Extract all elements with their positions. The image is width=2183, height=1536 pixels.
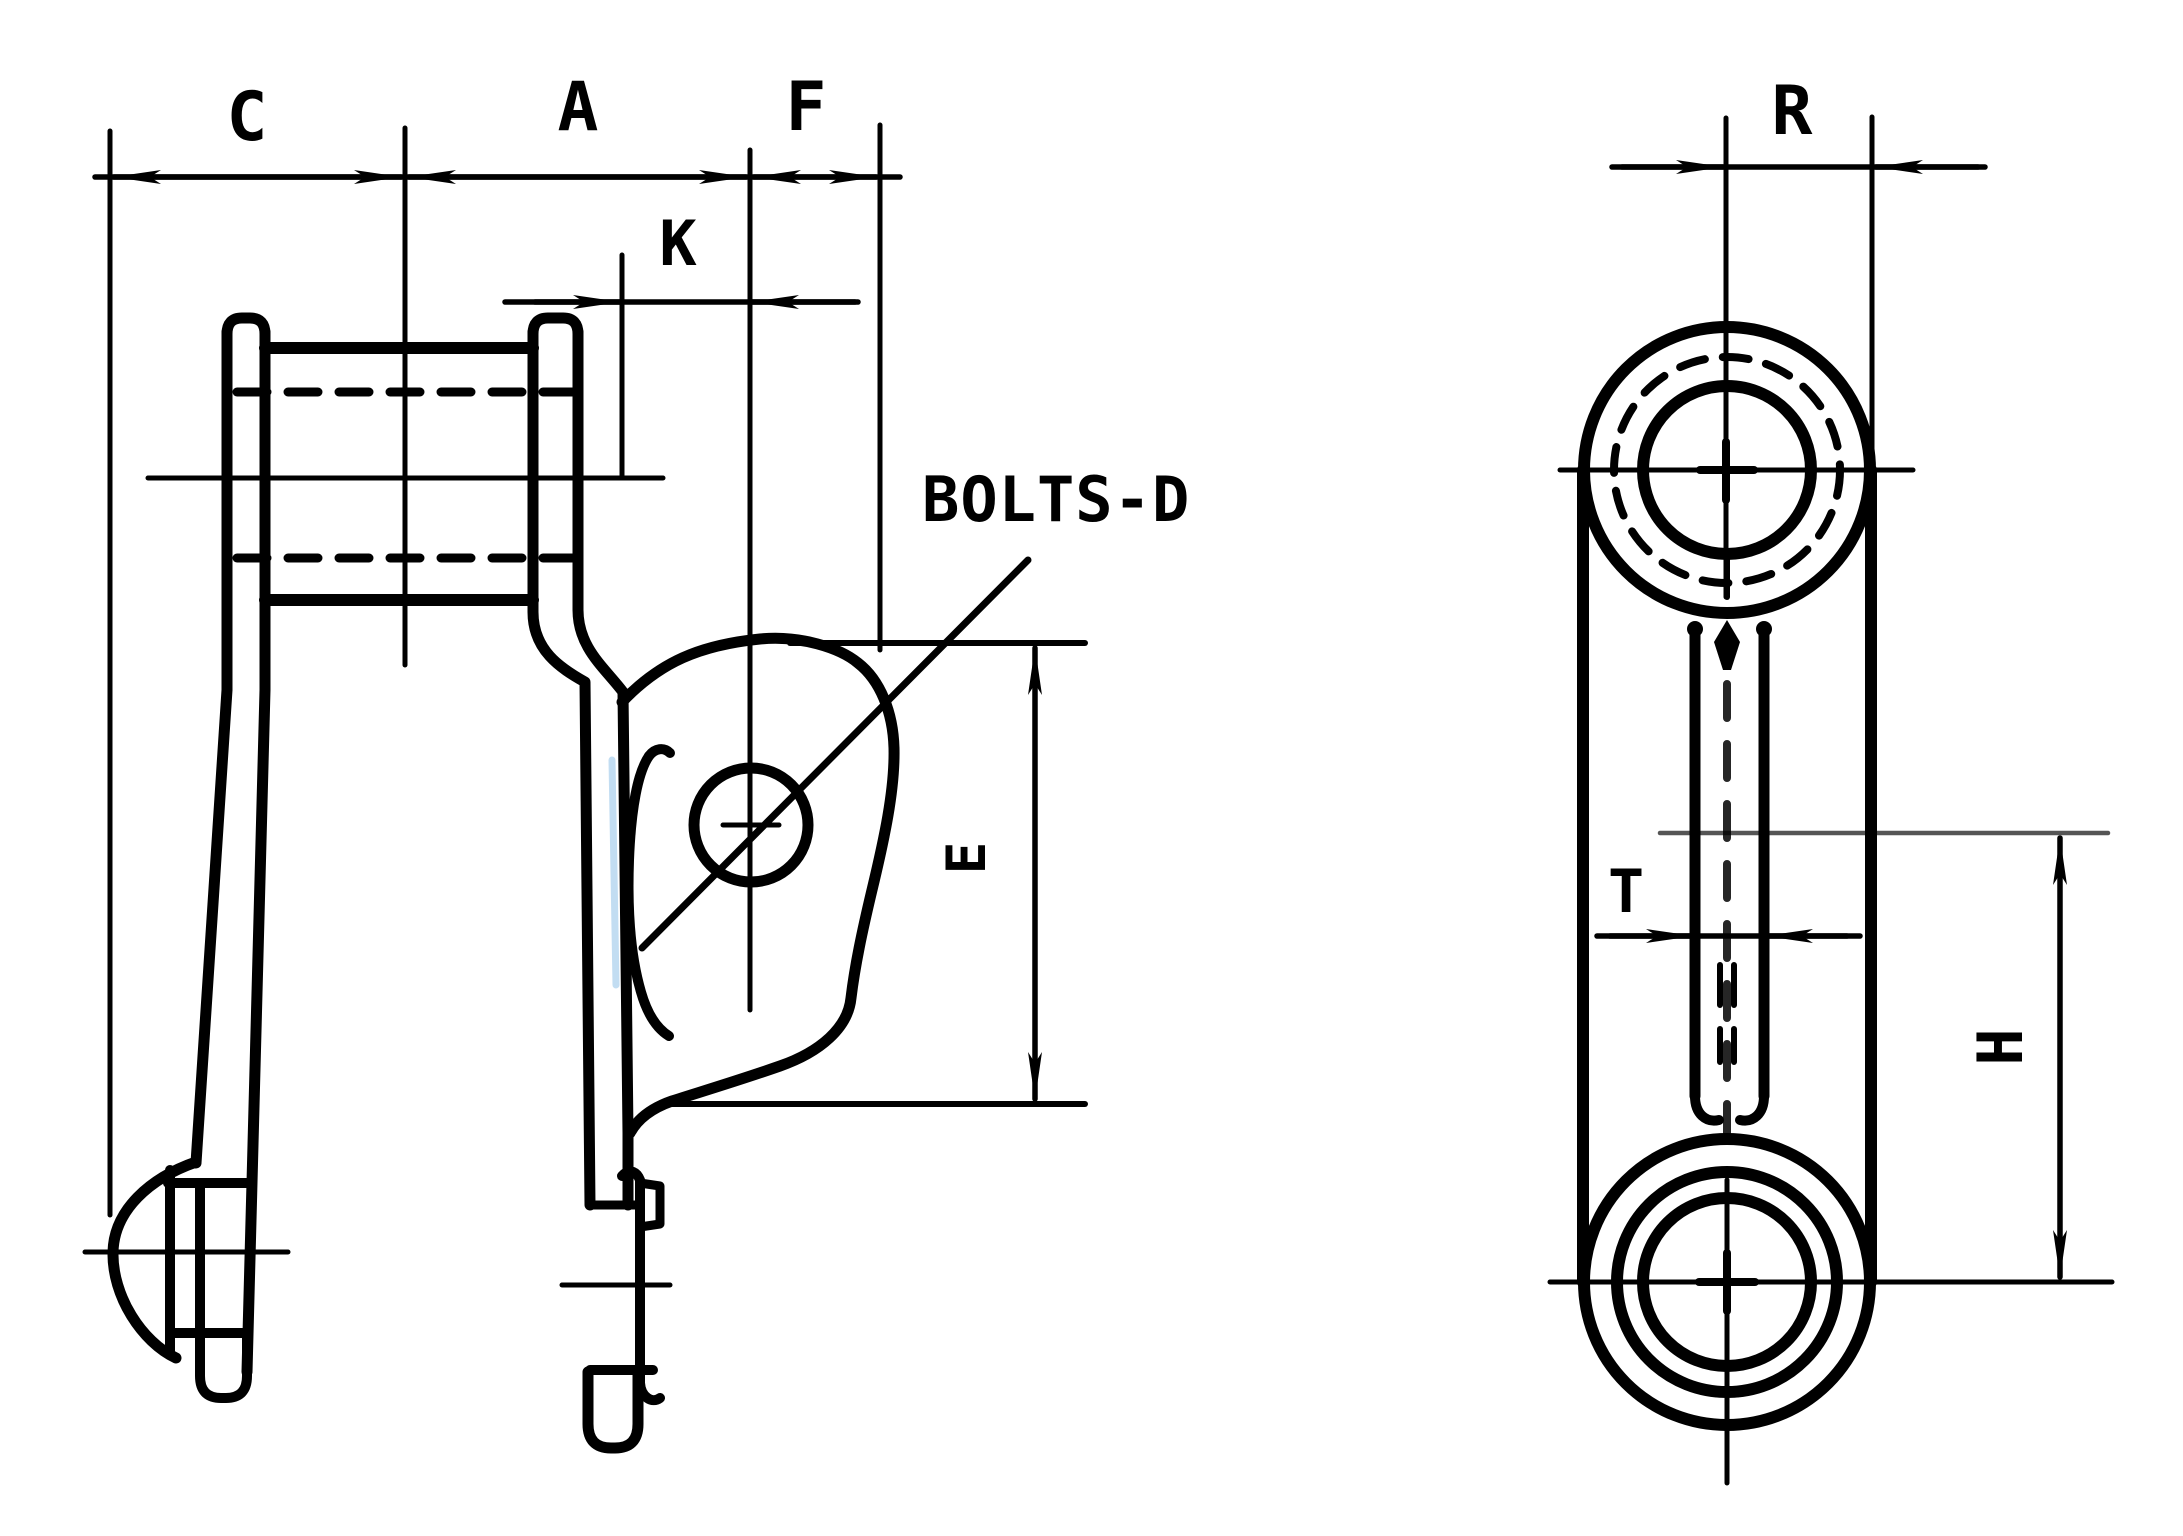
- lug-outline: [616, 632, 900, 1139]
- inner-web: [1687, 550, 1772, 1149]
- dim-label-F: F: [786, 68, 827, 147]
- bolt-end-sleeve: [617, 1166, 665, 1406]
- bolt-hole: [688, 762, 814, 888]
- weld-seam-drop: [1714, 620, 1740, 670]
- right-plate-outer-edge: [572, 326, 634, 1211]
- right-leg-bolt-end: [582, 1166, 665, 1454]
- web-left-top-dot: [1687, 621, 1703, 637]
- callout-label-bolts-d: BOLTS-D: [922, 463, 1190, 536]
- left-view-side-elevation: C A F K BOLTS-D E: [82, 68, 1190, 1454]
- dimension-E: [657, 640, 1088, 1107]
- lug-back-plate-edge: [623, 751, 674, 1041]
- jpeg-artifact-stroke: [608, 756, 620, 989]
- bolt-end-tip-cap: [582, 1366, 644, 1454]
- right-view-profile: R T H: [1547, 72, 2115, 1486]
- right-plate-inner-edge: [527, 326, 596, 1211]
- dim-label-H: H: [1964, 1028, 2037, 1065]
- right-view-labels: R T H: [1608, 72, 2037, 1066]
- web-left-bottom-hook: [1690, 1091, 1724, 1126]
- web-right-bottom-hook: [1735, 1091, 1769, 1126]
- left-view-extension-lines: [82, 122, 883, 1288]
- left-plate-top-cap: [221, 312, 271, 340]
- dim-label-C: C: [227, 78, 268, 157]
- right-plate-top-cap: [527, 312, 584, 340]
- attachment-lug: [608, 632, 900, 1139]
- callout-leader-line: [638, 556, 1032, 952]
- dim-label-E: E: [935, 842, 998, 875]
- ball-end-tongue: [195, 1328, 252, 1403]
- bolt-end-bump: [635, 1178, 665, 1232]
- bottom-hole: [1637, 1192, 1817, 1372]
- dim-label-A: A: [558, 68, 599, 147]
- web-right-top-dot: [1756, 621, 1772, 637]
- left-plate-inner-edge: [241, 326, 271, 1378]
- left-view-labels: C A F K BOLTS-D E: [227, 68, 1190, 875]
- dim-label-T: T: [1608, 857, 1644, 927]
- lug-back-plate-cap: [644, 744, 675, 761]
- dim-label-K: K: [659, 207, 697, 280]
- ball-end-arc: [107, 1156, 202, 1364]
- left-plate-outer-edge: [190, 326, 233, 1169]
- dim-label-R: R: [1772, 72, 1813, 151]
- left-leg-ball-end: [107, 1156, 252, 1403]
- link-body: [190, 312, 634, 1378]
- top-end-outer-radius: [1578, 321, 1876, 619]
- bottom-boss-circle: [1611, 1166, 1843, 1398]
